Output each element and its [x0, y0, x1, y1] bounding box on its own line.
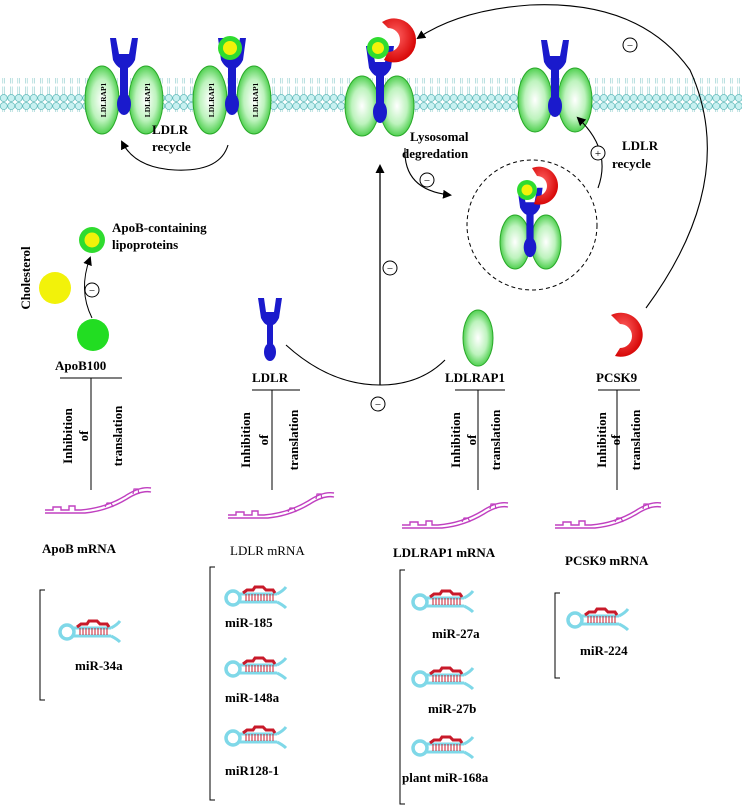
ldlr-recycle-label-line1: LDLR: [622, 138, 659, 153]
assembly-arrow: [83, 256, 93, 319]
ldlrap1-protein-icon: [462, 309, 494, 367]
mirna-label: miR-27a: [432, 626, 480, 641]
svg-text:−: −: [89, 285, 95, 297]
internalized-ldlr-pcsk9-complex: [499, 166, 562, 270]
inhibition-sign: [419, 172, 435, 188]
svg-text:Inhibition: Inhibition: [448, 411, 463, 467]
svg-text:Inhibition: Inhibition: [60, 407, 75, 463]
svg-text:−: −: [627, 40, 633, 52]
apob-mrna-label: ApoB mRNA: [42, 541, 117, 556]
mirna-hairpin-icon: [411, 666, 475, 691]
pcsk9-protein-icon: [611, 312, 643, 357]
lipoprotein-label-line1: ApoB-containing: [112, 220, 207, 235]
mirna-bracket: [209, 566, 215, 801]
svg-text:translation: translation: [488, 409, 503, 470]
cholesterol-icon: [39, 272, 71, 304]
svg-text:−: −: [375, 399, 381, 411]
mirna-label: miR-34a: [75, 658, 123, 673]
inhibition-sign: [382, 260, 398, 276]
mirna-label: miR128-1: [225, 763, 279, 778]
inhibition-sign: [370, 396, 386, 412]
mirna-label: plant miR-168a: [402, 770, 489, 785]
svg-text:translation: translation: [110, 405, 125, 466]
svg-text:−: −: [424, 175, 430, 187]
svg-text:of: of: [256, 434, 271, 446]
mirna-hairpin-icon: [224, 585, 288, 610]
endosome-circle: [466, 159, 598, 291]
pcsk9-icon: [382, 18, 417, 63]
translation-inhibition-ldlr: Inhibition of translation: [238, 389, 301, 490]
pcsk9-binding-arrow: [416, 4, 708, 309]
mirna-hairpin-icon: [58, 619, 122, 644]
cholesterol-label: Cholesterol: [18, 246, 33, 310]
svg-text:Inhibition: Inhibition: [238, 411, 253, 467]
svg-text:of: of: [608, 434, 623, 446]
translation-inhibition-pcsk9: Inhibition of translation: [594, 389, 643, 490]
svg-text:of: of: [464, 434, 479, 446]
ldlr-pcsk9-complex: [344, 18, 417, 137]
translation-inhibition-ldlrap1: Inhibition of translation: [448, 389, 505, 490]
svg-text:of: of: [76, 430, 91, 442]
ldlrap1-label: LDLRAP1: [445, 370, 505, 385]
mirna-bracket: [399, 569, 405, 805]
ldlr-recycle-label-line1: LDLR: [152, 122, 189, 137]
mirna-hairpin-icon: [411, 589, 475, 614]
ldlr-protein-icon: [258, 298, 282, 361]
svg-text:translation: translation: [628, 409, 643, 470]
ldlr-mrna-label: LDLR mRNA: [230, 543, 305, 558]
mirna-hairpin-icon: [224, 656, 288, 681]
lysosomal-label-line2: degredation: [402, 146, 469, 161]
ldlr-recycle-label-line2: recycle: [152, 139, 191, 154]
ldlr-recycle-label-line2: recycle: [612, 156, 651, 171]
apob-mrna-icon: [44, 486, 152, 514]
ldlrap1-label: LDLRAP1: [207, 82, 216, 117]
protein-assembly-curve: [285, 344, 446, 386]
translation-inhibition-apob: Inhibition of translation: [60, 377, 125, 490]
mirna-hairpin-icon: [411, 735, 475, 760]
mirna-hairpin-icon: [566, 607, 630, 632]
lysosomal-degradation-arrow: [404, 147, 452, 199]
pcsk9-mrna-icon: [554, 501, 662, 529]
mirna-label: miR-148a: [225, 690, 280, 705]
ldlr-recycled-complex: [517, 40, 593, 133]
ldlrap1-label: LDLRAP1: [143, 82, 152, 117]
mirna-label: miR-185: [225, 615, 273, 630]
mirna-hairpin-icon: [224, 725, 288, 750]
apob100-icon: [77, 319, 109, 351]
svg-text:−: −: [387, 263, 393, 275]
inhibition-sign: [622, 37, 638, 53]
mirna-bracket: [554, 592, 560, 679]
ldlr-mrna-icon: [227, 491, 335, 519]
pcsk9-icon: [532, 166, 558, 205]
ldlr-ldlrap1-complex-1: LDLRAP1 LDLRAP1: [84, 38, 164, 135]
mirna-bracket: [39, 589, 45, 701]
svg-text:+: +: [595, 148, 601, 160]
ldlrap1-label: LDLRAP1: [251, 82, 260, 117]
ldlrap1-mrna-icon: [401, 501, 509, 529]
lysosomal-label-line1: Lysosomal: [410, 129, 469, 144]
ldlr-ldlrap1-complex-2: LDLRAP1 LDLRAP1: [192, 36, 272, 135]
pcsk9-mrna-label: PCSK9 mRNA: [565, 553, 649, 568]
pcsk9-label: PCSK9: [596, 370, 638, 385]
activation-sign: [590, 145, 606, 161]
svg-text:translation: translation: [286, 409, 301, 470]
inhibition-sign: [84, 282, 100, 298]
ldlrap1-label: LDLRAP1: [99, 82, 108, 117]
apob100-label: ApoB100: [55, 358, 106, 373]
lipoprotein-label-line2: lipoproteins: [112, 237, 178, 252]
svg-text:Inhibition: Inhibition: [594, 411, 609, 467]
ldlr-recycle-arrow: [121, 140, 229, 171]
ldlr-label: LDLR: [252, 370, 289, 385]
ldlrap1-mrna-label: LDLRAP1 mRNA: [393, 545, 496, 560]
mirna-label: miR-27b: [428, 701, 476, 716]
mirna-label: miR-224: [580, 643, 628, 658]
